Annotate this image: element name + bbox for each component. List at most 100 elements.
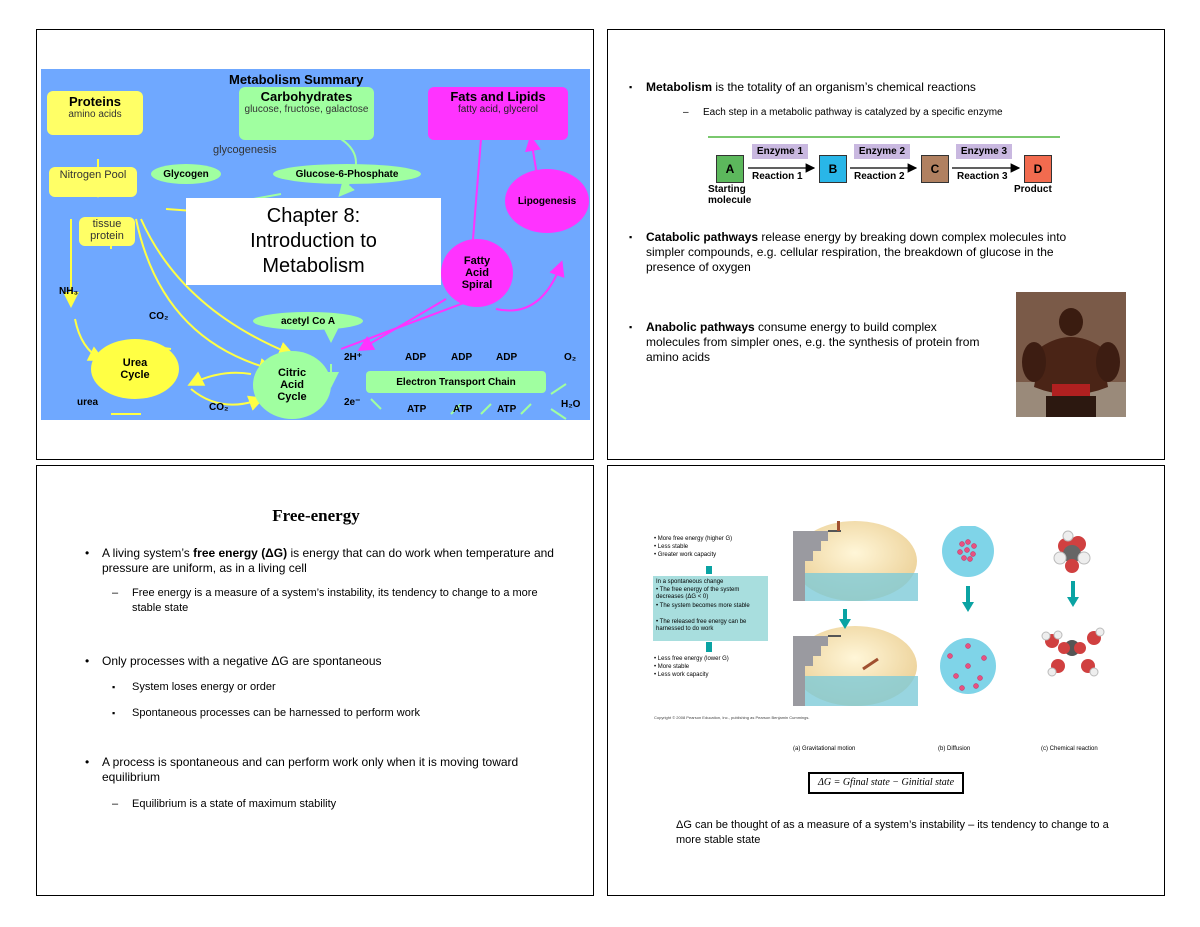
bullet-negative-dg: Only processes with a negative ΔG are sp… [85, 654, 562, 669]
lipogenesis-oval: Lipogenesis [505, 169, 589, 233]
bodybuilder-figure [1016, 292, 1126, 417]
citric-acid-cycle-oval: Citric Acid Cycle [253, 351, 331, 419]
caption-diffusion: (b) Diffusion [938, 746, 971, 752]
electron-transport-chain-bar: Electron Transport Chain [366, 371, 546, 393]
glycogenesis-label: glycogenesis [213, 144, 277, 156]
metabolism-diagram: Metabolism Summary Proteins amino acids … [41, 69, 590, 420]
bullet-anabolic-bold: Anabolic pathways [646, 320, 755, 334]
nh3-label: NH₃ [59, 286, 79, 297]
urea-label: urea [77, 397, 99, 408]
enzyme-1: Enzyme 1 [752, 144, 808, 159]
subbullet-maximum-stability: Equilibrium is a state of maximum stabil… [112, 797, 336, 812]
box-item-2: • The system becomes more stable [656, 603, 750, 609]
2e-minus-label: 2e⁻ [344, 397, 361, 408]
fatty-acid-spiral-oval: Fatty Acid Spiral [441, 239, 513, 307]
molecule-d: D [1024, 155, 1052, 183]
bullet-catabolic: Catabolic pathways release energy by bre… [629, 230, 1076, 275]
bullet-free-energy-text: is energy that can do work when temperat… [102, 546, 554, 575]
chapter-title-line2: Introduction to [250, 230, 377, 252]
atp-label-3: ATP [497, 404, 517, 415]
top-property-3: • Greater work capacity [654, 552, 717, 558]
urea-cycle-oval: Urea Cycle [91, 339, 179, 399]
slide-spontaneous-change: • More free energy (higher G) • Less sta… [607, 465, 1165, 896]
bullet-metabolism: Metabolism is the totality of an organis… [629, 80, 1116, 95]
o2-label: O₂ [564, 352, 577, 363]
chapter-title-line3: Metabolism [262, 255, 365, 277]
carbohydrates-box: Carbohydrates glucose, fructose, galacto… [239, 87, 374, 140]
bullet-catabolic-text: release energy by breaking down complex … [646, 230, 1067, 274]
bottom-property-2: • More stable [654, 664, 690, 670]
bodybuilder-photo [1016, 292, 1126, 417]
slide-metabolism-summary: Metabolism Summary Proteins amino acids … [36, 29, 594, 460]
atp-label-2: ATP [453, 404, 473, 415]
nitrogen-pool-box: Nitrogen Pool [49, 167, 137, 197]
subbullet-instability: Free energy is a measure of a system’s i… [112, 586, 562, 616]
adp-label-3: ADP [496, 352, 518, 363]
glucose-6-phosphate-oval: Glucose-6-Phosphate [273, 164, 421, 184]
bullet-anabolic: Anabolic pathways consume energy to buil… [629, 320, 986, 365]
arrow-down-small-1 [706, 566, 712, 574]
delta-g-equation: ΔG = Gfinal state − Ginitial state [808, 772, 964, 794]
bottom-property-3: • Less work capacity [654, 672, 709, 678]
top-property-2: • Less stable [654, 544, 689, 550]
2h-plus-label: 2H⁺ [344, 352, 363, 363]
box-item-3: • The released free energy can be harnes… [656, 619, 747, 632]
co2-top-label: CO₂ [149, 311, 169, 322]
bullet-free-energy: A living system’s free energy (ΔG) is en… [85, 546, 562, 576]
copyright-notice: Copyright © 2008 Pearson Education, Inc.… [654, 715, 810, 720]
pathway-arrows [748, 163, 1021, 173]
gravitational-motion-illustration [793, 521, 918, 706]
bottom-property-1: • Less free energy (lower G) [654, 656, 729, 662]
adp-label-1: ADP [405, 352, 427, 363]
co2-bottom-label: CO₂ [209, 402, 229, 413]
carbohydrates-title: Carbohydrates [260, 89, 353, 104]
reaction-2: Reaction 2 [854, 171, 905, 182]
bullet-catabolic-bold: Catabolic pathways [646, 230, 759, 244]
chapter-title-box: Chapter 8: Introduction to Metabolism [186, 198, 441, 285]
subbullet-harnessed: Spontaneous processes can be harnessed t… [112, 706, 420, 721]
starting-molecule-label: Starting molecule [708, 184, 752, 206]
arrow-down-small-2 [706, 642, 712, 652]
diffusion-illustration [940, 526, 996, 694]
atp-label-1: ATP [407, 404, 427, 415]
fats-lipids-box: Fats and Lipids fatty acid, glycerol [428, 87, 568, 140]
reaction-1: Reaction 1 [752, 171, 803, 182]
enzyme-3: Enzyme 3 [956, 144, 1012, 159]
box-title: In a spontaneous change [656, 579, 724, 585]
box-item-1: • The free energy of the system decrease… [656, 587, 740, 600]
fats-lipids-title: Fats and Lipids [450, 89, 546, 104]
h2o-label: H₂O [561, 399, 581, 410]
carbohydrates-subtitle: glucose, fructose, galactose [244, 104, 369, 116]
subbullet-enzyme: Each step in a metabolic pathway is cata… [683, 105, 1003, 120]
reaction-3: Reaction 3 [957, 171, 1008, 182]
product-label: Product [1014, 184, 1052, 195]
top-property-1: • More free energy (higher G) [654, 536, 733, 542]
proteins-title: Proteins [68, 94, 121, 109]
bullet-free-energy-bold: free energy (ΔG) [193, 546, 288, 560]
chemical-reaction-illustration [1041, 530, 1105, 677]
spontaneous-change-box: In a spontaneous change • The free energ… [653, 576, 768, 641]
acetyl-coa-oval: acetyl Co A [253, 312, 363, 330]
tissue-protein-box: tissue protein [79, 217, 135, 246]
diagram-title: Metabolism Summary [229, 72, 364, 87]
bullet-equilibrium: A process is spontaneous and can perform… [85, 755, 562, 785]
fats-lipids-subtitle: fatty acid, glycerol [457, 104, 539, 116]
caption-gravitational: (a) Gravitational motion [793, 746, 856, 752]
bullet-metabolism-text: is the totality of an organism’s chemica… [712, 80, 976, 94]
molecule-c: C [921, 155, 949, 183]
glycogen-oval: Glycogen [151, 164, 221, 184]
bullet-free-energy-pre: A living system’s [102, 546, 194, 560]
subbullet-loses-energy: System loses energy or order [112, 680, 276, 695]
caption-chemical: (c) Chemical reaction [1041, 746, 1098, 752]
adp-label-2: ADP [451, 352, 473, 363]
pathway-diagram: A B C D Enzyme 1 Enzyme 2 Enzyme 3 React… [708, 136, 1060, 210]
bullet-anabolic-text: consume energy to build complex molecule… [646, 320, 980, 364]
bottom-explanation: ΔG can be thought of as a measure of a s… [676, 819, 1109, 846]
bullet-metabolism-bold: Metabolism [646, 80, 713, 94]
slide-free-energy: Free-energy A living system’s free energ… [36, 465, 594, 896]
molecule-b: B [819, 155, 847, 183]
enzyme-2: Enzyme 2 [854, 144, 910, 159]
proteins-box: Proteins amino acids [47, 91, 143, 135]
proteins-subtitle: amino acids [68, 109, 122, 121]
chapter-title-line1: Chapter 8: [266, 205, 361, 227]
